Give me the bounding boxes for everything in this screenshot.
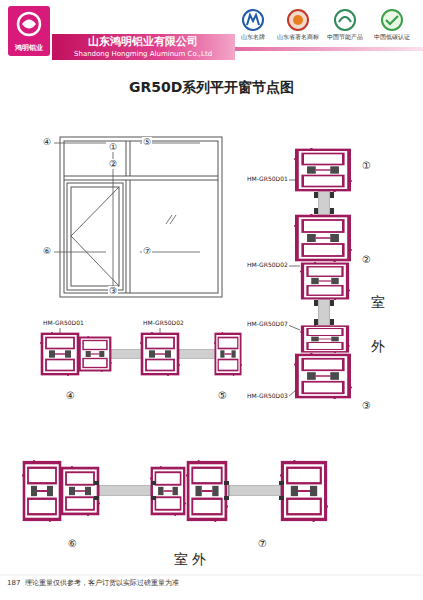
page-title: GR50D系列平开窗节点图 — [129, 79, 294, 95]
callout-number: ⑤ — [142, 137, 152, 147]
company-name: 山东鸿明铝业有限公司 — [88, 36, 198, 49]
part-name: HM-GR50D03 — [246, 393, 289, 400]
callout-number: ① — [361, 160, 372, 172]
side-label: 室 外 — [173, 551, 207, 567]
horizontal-section-lower — [22, 460, 328, 522]
horizontal-section-upper — [40, 328, 242, 376]
callout-number: ① — [108, 142, 118, 152]
callout-number: ④ — [65, 390, 76, 402]
badge-label: 中国低碳认证 — [374, 34, 410, 41]
callout-number: ② — [108, 159, 118, 169]
side-label: 室 — [370, 294, 386, 310]
part-name: HM-GR50D01 — [42, 320, 85, 327]
side-label: 外 — [370, 338, 386, 354]
part-name: HM-GR50D01 — [246, 176, 289, 183]
logo-text: 鸿明铝业 — [15, 44, 43, 52]
badge-label: 山东名牌 — [241, 34, 265, 41]
footer-note: 理论重量仅供参考，客户订货以实际过磅重量为准 — [24, 579, 180, 587]
callout-number: ③ — [361, 400, 372, 412]
callout-number: ② — [361, 254, 372, 266]
badge-label: 中国节能产品 — [327, 34, 363, 41]
callout-number: ⑥ — [67, 538, 78, 550]
callout-number: ③ — [108, 286, 118, 296]
vertical-section — [288, 148, 352, 399]
callout-number: ⑦ — [142, 246, 152, 256]
part-name: HM-GR50D07 — [246, 321, 289, 328]
window-elevation — [54, 137, 222, 297]
company-name-en: Shandong Hongming Aluminum Co.,Ltd — [74, 50, 212, 58]
part-name: HM-GR50D02 — [246, 262, 289, 269]
callout-number: ⑤ — [217, 390, 228, 402]
badge-label: 山东省著名商标 — [277, 34, 319, 41]
logo — [8, 6, 50, 56]
company-band — [52, 34, 235, 60]
part-name: HM-GR50D02 — [142, 320, 185, 327]
callout-number: ④ — [42, 137, 52, 147]
callout-number: ⑦ — [257, 538, 268, 550]
callout-number: ⑥ — [42, 246, 52, 256]
page-number: 187 — [6, 579, 21, 587]
